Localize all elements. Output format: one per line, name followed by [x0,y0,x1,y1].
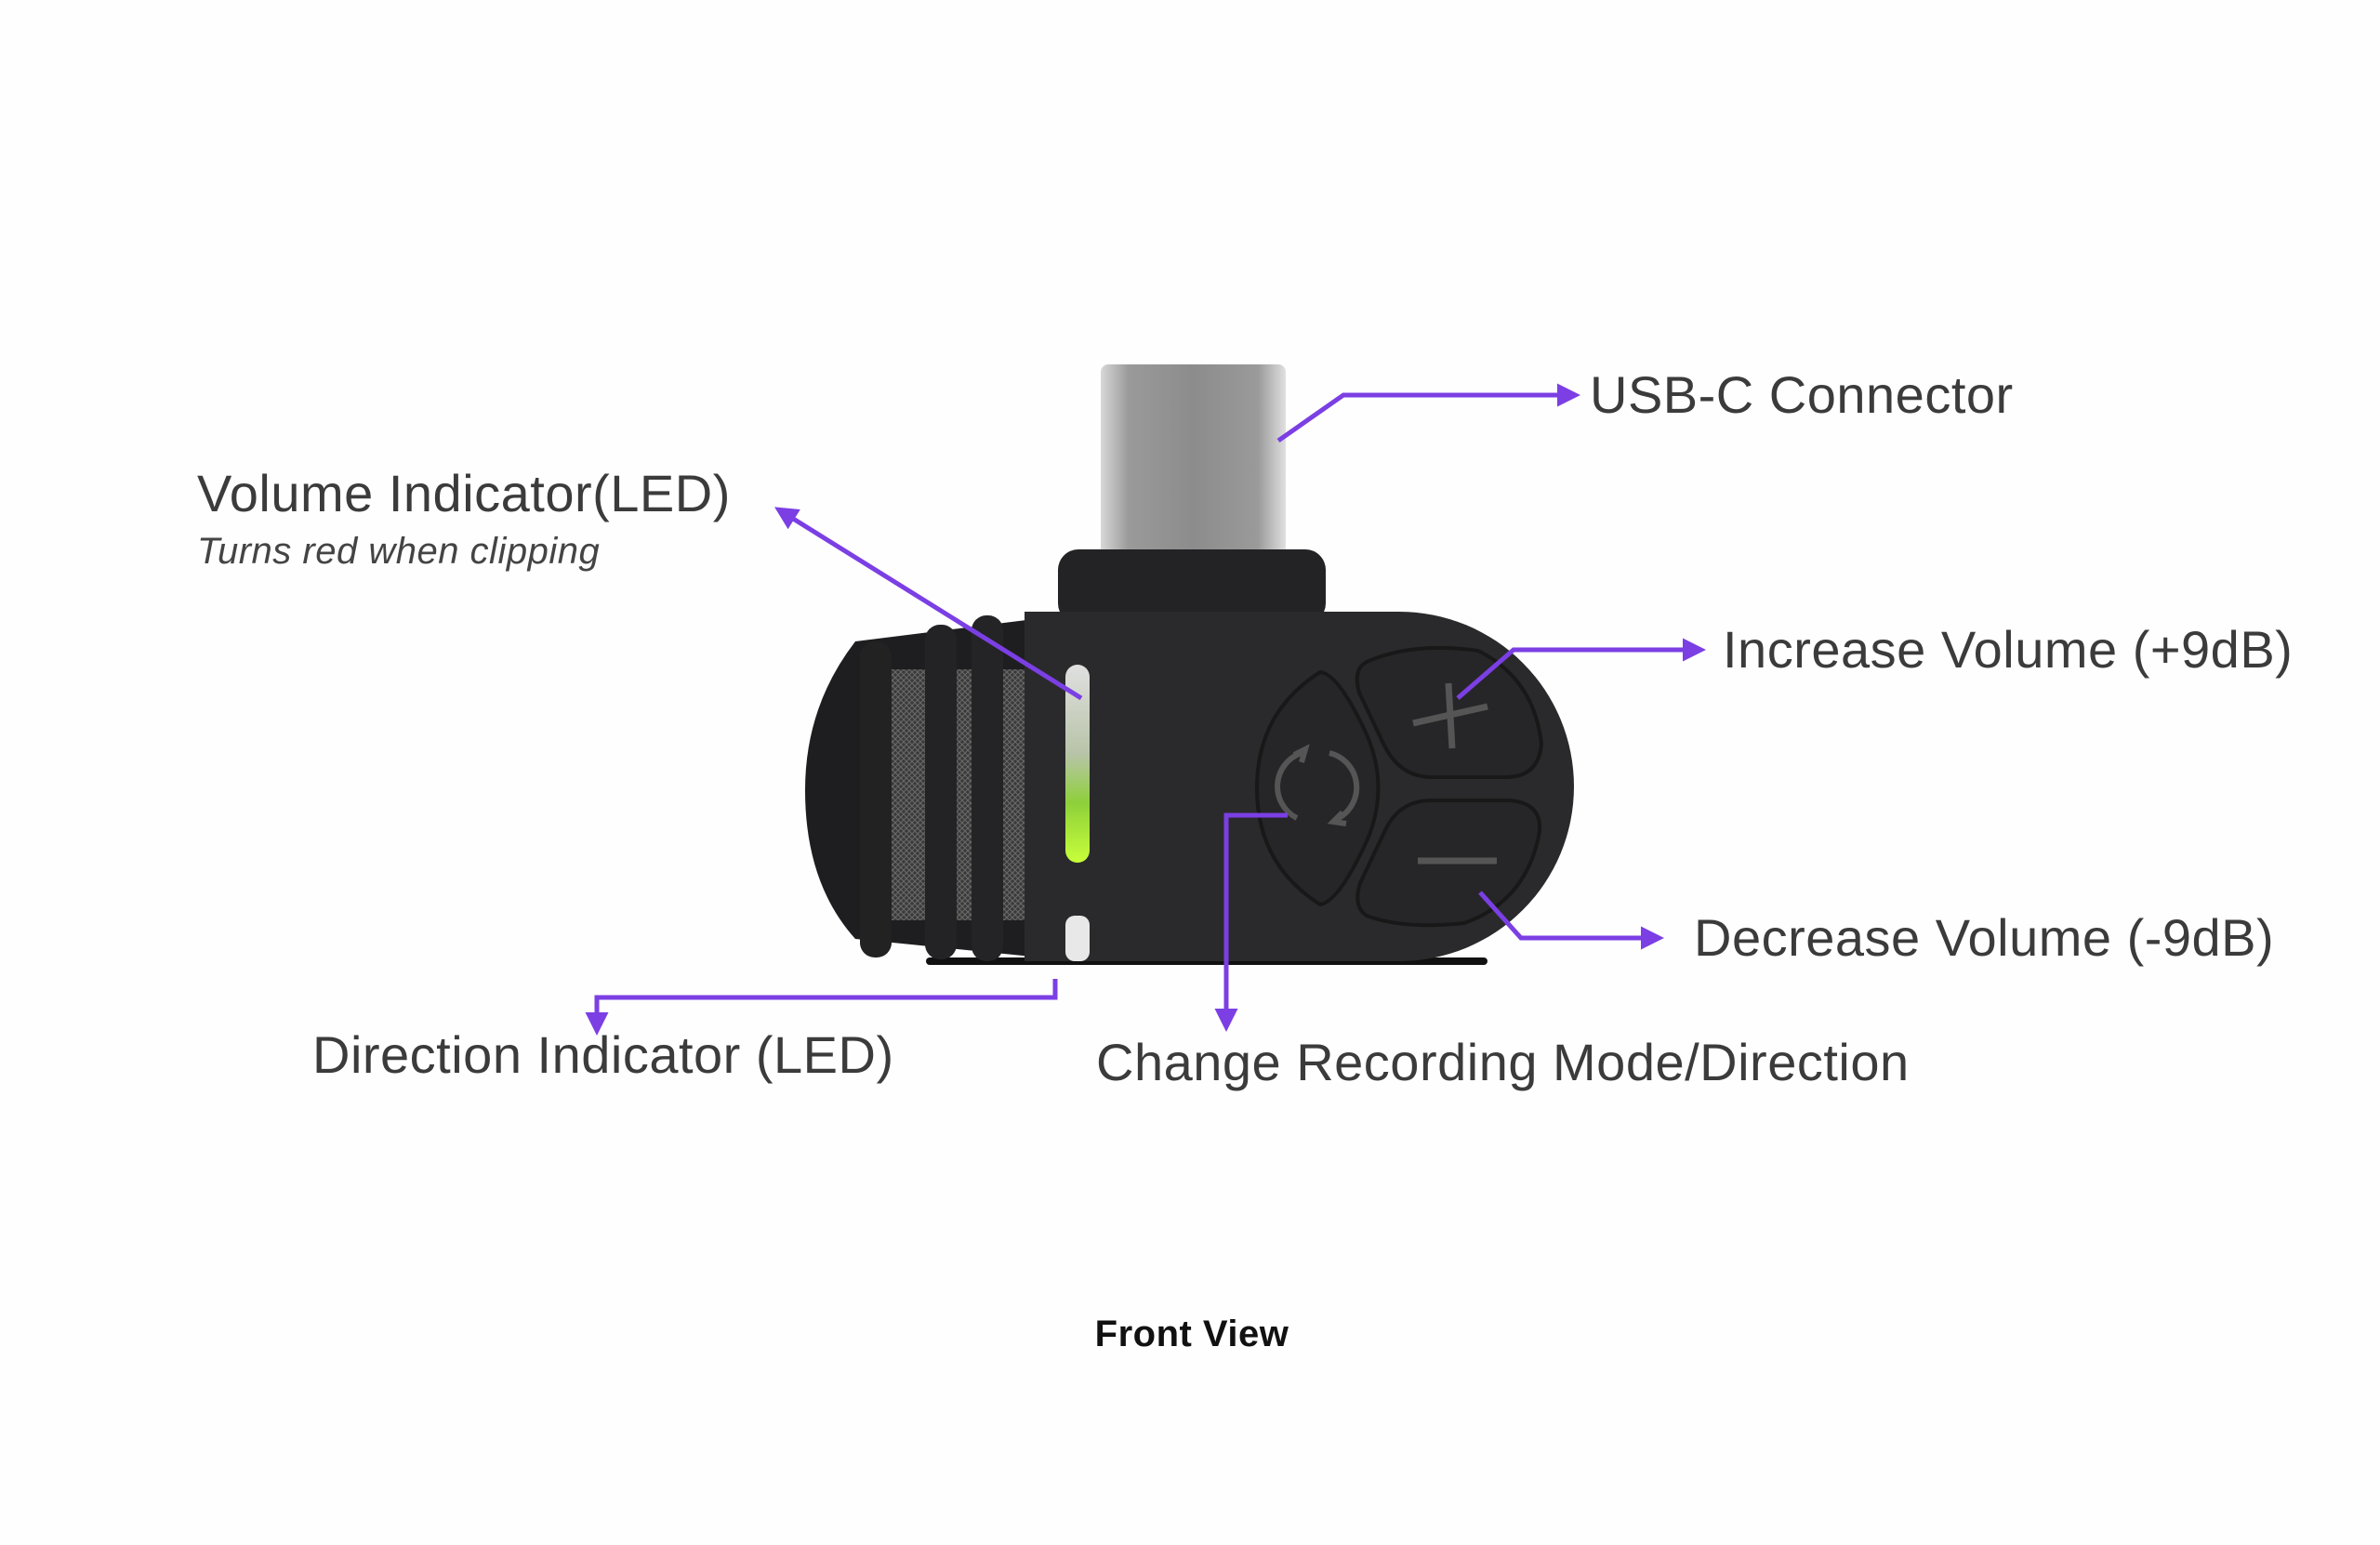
arrow-volume-indicator [774,507,1083,701]
change-mode-button[interactable] [1254,669,1381,907]
label-volume-indicator: Volume Indicator(LED) [197,464,731,522]
volume-indicator-led [1065,665,1090,863]
microphone-grille [805,615,1041,961]
label-volume-indicator-note: Turns red when clipping [197,531,601,572]
label-usb-c-connector: USB-C Connector [1590,365,2014,424]
label-change-mode: Change Recording Mode/Direction [1096,1033,1910,1091]
label-increase-volume: Increase Volume (+9dB) [1723,620,2294,679]
figure-caption: Front View [1094,1314,1289,1354]
callout-arrows [585,383,1706,1036]
label-decrease-volume: Decrease Volume (-9dB) [1694,908,2275,967]
refresh-icon [1275,744,1360,826]
direction-indicator-led [1065,916,1090,961]
plus-icon [1412,682,1488,749]
arrow-decrease-volume [1478,891,1664,950]
arrow-direction-indicator [585,979,1058,1036]
increase-volume-button[interactable] [1355,645,1544,779]
arrow-change-mode [1214,812,1288,1032]
label-direction-indicator: Direction Indicator (LED) [312,1025,894,1084]
arrow-increase-volume [1456,638,1706,700]
usb-c-connector [1058,364,1326,624]
arrow-usb-c [1276,383,1580,443]
decrease-volume-button[interactable] [1355,799,1542,928]
